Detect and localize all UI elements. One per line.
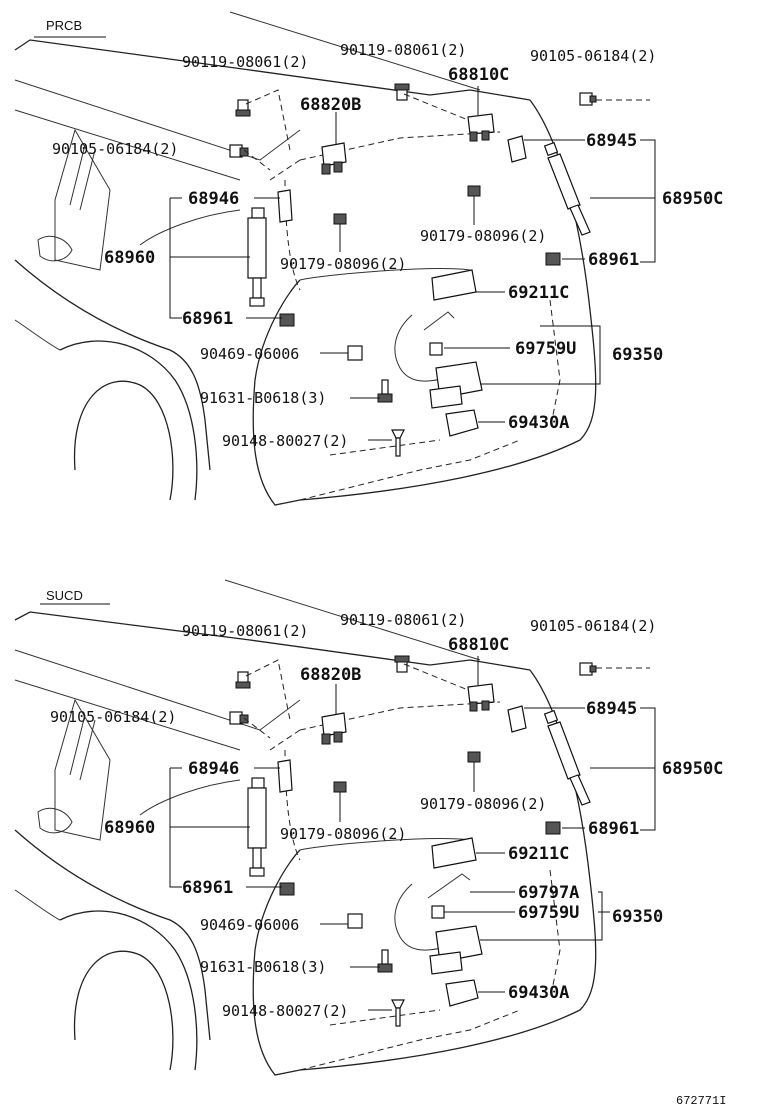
screw-91631 [377,949,393,973]
label-90148: 90148-80027(2) [222,432,348,450]
gas-strut-68960 [247,207,267,307]
bolt-90105-left [229,144,249,158]
label-91631: 91631-B0618(3) [200,958,326,976]
screw-91631 [377,379,393,403]
nut-90179-left [333,781,347,793]
label-68961-left: 68961 [182,878,233,898]
bracket-68945 [507,705,527,733]
label-68945: 68945 [586,699,637,719]
gas-strut-68950c [543,141,591,236]
label-69759u: 69759U [518,903,579,923]
label-69211c: 69211C [508,844,569,864]
label-90119-left: 90119-08061(2) [182,622,308,640]
bolt-90105-left [229,711,249,725]
hinge-68810c [467,113,495,142]
label-68950c: 68950C [662,189,723,209]
label-68820b: 68820B [300,665,361,685]
section-title: PRCB [46,18,82,33]
leader-lines [169,86,656,441]
latch-69430a [445,409,479,437]
label-90119-right: 90119-08061(2) [340,611,466,629]
section-title: SUCD [46,588,83,603]
label-69350: 69350 [612,907,663,927]
hinge-68810c [467,683,495,712]
vehicle-body-outline [14,579,597,1076]
screw-90148 [391,429,405,457]
stud-68961-right [545,252,561,266]
nut-90179-left [333,213,347,225]
gas-strut-68950c [543,709,591,806]
label-68810c: 68810C [448,635,509,655]
screw-90148 [391,999,405,1027]
section-prcb: PRCB [14,11,723,506]
label-91631: 91631-B0618(3) [200,389,326,407]
part-labels: 90119-08061(2) 90119-08061(2) 90105-0618… [52,41,723,450]
bolt-90119-left [235,671,251,689]
label-69430a: 69430A [508,413,569,433]
label-68961-right: 68961 [588,819,639,839]
bolt-90119-left [235,99,251,117]
label-90105-left: 90105-06184(2) [52,140,178,158]
handle-69211c [431,837,477,869]
bracket-68946 [277,759,293,793]
label-69211c: 69211C [508,283,569,303]
nut-90179-right [467,751,481,763]
figure-id: 672771I [676,1094,726,1108]
bolt-90119-right [394,655,410,673]
label-90105-left: 90105-06184(2) [50,708,176,726]
label-90179-right: 90179-08096(2) [420,795,546,813]
bracket-68946 [277,189,293,223]
part-shapes [229,655,597,1027]
label-68946: 68946 [188,189,239,209]
label-68945: 68945 [586,131,637,151]
bolt-90105-right [579,662,597,676]
label-90179-right: 90179-08096(2) [420,227,546,245]
section-sucd: SUCD [14,579,723,1076]
stud-68961-right [545,821,561,835]
label-90105-right: 90105-06184(2) [530,617,656,635]
bolt-90105-right [579,92,597,106]
hinge-68820b [321,142,347,175]
label-69759u: 69759U [515,339,576,359]
latch-69430a [445,979,479,1007]
lock-assembly-69350 [394,873,483,975]
label-90119-right: 90119-08061(2) [340,41,466,59]
label-68946: 68946 [188,759,239,779]
lock-assembly-69350 [394,311,483,409]
gas-strut-68960 [247,777,267,877]
label-68810c: 68810C [448,65,509,85]
label-68960: 68960 [104,818,155,838]
label-90469: 90469-06006 [200,916,299,934]
bolt-90119-right [394,83,410,101]
nut-90179-right [467,185,481,197]
bracket-68945 [507,135,527,163]
stud-68961-left [279,313,295,327]
label-68961-left: 68961 [182,309,233,329]
label-69350: 69350 [612,345,663,365]
hinge-68820b [321,712,347,745]
label-68960: 68960 [104,248,155,268]
label-90469: 90469-06006 [200,345,299,363]
label-90179-left: 90179-08096(2) [280,255,406,273]
label-69797a: 69797A [518,883,579,903]
part-labels: 90119-08061(2) 90119-08061(2) 90105-0618… [50,611,723,1020]
vehicle-body-outline [14,11,597,506]
label-90179-left: 90179-08096(2) [280,825,406,843]
stud-68961-left [279,882,295,896]
label-90105-right: 90105-06184(2) [530,47,656,65]
clip-90469 [347,913,363,929]
part-shapes [229,83,597,457]
label-90148: 90148-80027(2) [222,1002,348,1020]
leader-lines [169,656,656,1011]
label-68950c: 68950C [662,759,723,779]
label-90119-left: 90119-08061(2) [182,53,308,71]
label-69430a: 69430A [508,983,569,1003]
label-68820b: 68820B [300,95,361,115]
handle-69211c [431,269,477,301]
clip-90469 [347,345,363,361]
label-68961-right: 68961 [588,250,639,270]
